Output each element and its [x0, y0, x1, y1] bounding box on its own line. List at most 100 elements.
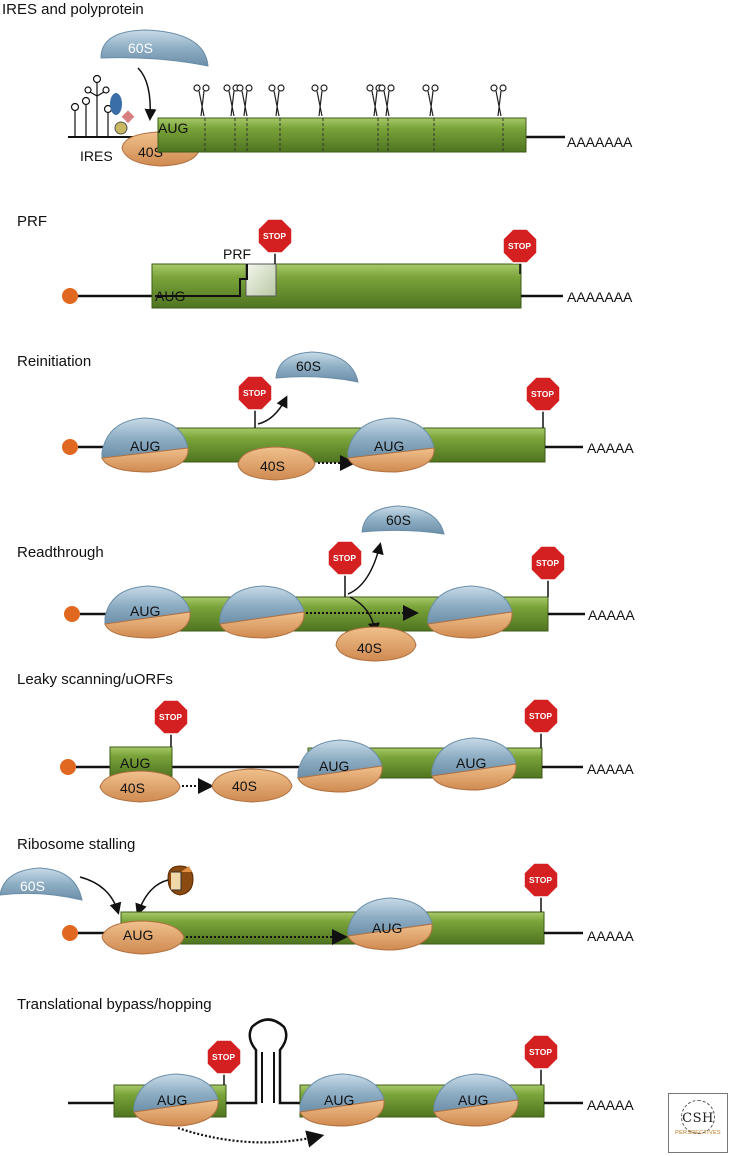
label-aug: AUG [374, 438, 404, 454]
panel-reinitiation: Reinitiation AUG 40S AUG STOP 60S [17, 351, 634, 481]
panel-title-readthrough: Readthrough [17, 544, 104, 561]
panel-title-stalling: Ribosome stalling [17, 836, 135, 853]
panel-title-prf: PRF [17, 213, 47, 230]
label-60s: 60S [128, 40, 153, 56]
ribosome-80s: AUG [299, 1073, 385, 1127]
polya-tail: AAAAA [588, 607, 635, 623]
ires-factor-pink [121, 110, 135, 124]
panel-prf: PRF PRF AUG STOP STOP AAAAAAA [17, 213, 633, 309]
stop-sign-icon: STOP [523, 862, 559, 912]
ribosome-60s: 60S [100, 29, 209, 67]
orf-frame [151, 263, 522, 309]
csh-perspectives-logo: CSH PERSPECTIVES [668, 1093, 728, 1153]
label-40s: 40S [138, 144, 163, 160]
label-aug: AUG [458, 1092, 488, 1108]
label-aug: AUG [155, 288, 185, 304]
stop-label: STOP [531, 389, 554, 399]
arrow-factor-joining [135, 879, 169, 916]
label-aug: AUG [120, 755, 150, 771]
hairpin-structure [226, 1018, 300, 1105]
panel-title-ires: IRES and polyprotein [2, 1, 144, 18]
ribosome-60s-released: 60S [275, 351, 359, 383]
panel-readthrough: Readthrough AUG STOP 60S [17, 505, 635, 662]
orf [120, 911, 545, 945]
panel-bypass: Translational bypass/hopping AUG AUG AUG… [17, 996, 634, 1148]
ribosome-80s: AUG [104, 585, 191, 639]
cleavage-sites [204, 118, 504, 152]
stop-label: STOP [263, 231, 286, 241]
cap-5prime [64, 606, 80, 622]
cap-5prime [62, 925, 78, 941]
ires-factor-blue [110, 93, 122, 115]
cap-5prime [60, 759, 76, 775]
stop-label: STOP [159, 712, 182, 722]
label-40s: 40S [260, 458, 285, 474]
arrow-60s-joining [137, 67, 157, 121]
stop-label: STOP [508, 241, 531, 251]
stop-label: STOP [333, 553, 356, 563]
stop-sign-icon: STOP [523, 698, 559, 748]
logo-name: CSH [682, 1111, 714, 1126]
label-aug: AUG [123, 927, 153, 943]
prf-site [245, 263, 277, 297]
ribosome-60s: 60S [0, 867, 83, 901]
orf [119, 427, 546, 463]
polya-tail: AAAAAAA [567, 134, 633, 150]
arrow-60s-release [257, 395, 288, 425]
ribosome-60s-released: 60S [361, 505, 445, 535]
ribosome-80s [219, 585, 305, 639]
polya-tail: AAAAA [587, 928, 634, 944]
ribosome-80s [427, 585, 513, 639]
arrow-60s-release [347, 542, 384, 595]
ribosome-80s: AUG [133, 1073, 219, 1127]
label-aug: AUG [372, 920, 402, 936]
ribosome-80s: AUG [431, 737, 517, 791]
ribosome-80s: AUG [433, 1073, 519, 1127]
label-40s: 40S [232, 778, 257, 794]
stop-sign-icon: STOP [237, 375, 273, 428]
panel-title-leaky: Leaky scanning/uORFs [17, 671, 173, 688]
polya-tail: AAAAAAA [567, 289, 633, 305]
stop-sign-icon: STOP [327, 540, 363, 597]
ribosome-80s: AUG [101, 417, 189, 473]
label-aug: AUG [319, 758, 349, 774]
label-60s: 60S [386, 512, 411, 528]
logo-subtitle: PERSPECTIVES [675, 1130, 721, 1136]
label-aug: AUG [130, 603, 160, 619]
tag-factor-icon [167, 865, 194, 896]
hairpin-stem [261, 1052, 275, 1103]
label-aug: AUG [157, 1092, 187, 1108]
ribosome-40s-scanning: 40S [211, 768, 293, 803]
stop-label: STOP [529, 875, 552, 885]
orf-polyprotein [157, 117, 527, 153]
panel-leaky-scanning: Leaky scanning/uORFs AUG 40S 40S AUG AUG [17, 671, 634, 803]
label-40s: 40S [120, 780, 145, 796]
label-aug: AUG [456, 755, 486, 771]
ribosome-40s-released: 40S [335, 626, 417, 662]
scissors-icon [193, 84, 507, 117]
prf-label: PRF [223, 246, 251, 262]
ribosome-40s: AUG [101, 920, 185, 955]
label-60s: 60S [20, 878, 45, 894]
label-aug: AUG [158, 120, 188, 136]
label-60s: 60S [296, 358, 321, 374]
polya-tail: AAAAA [587, 761, 634, 777]
prf-frame-path [155, 264, 248, 297]
stop-sign-icon: STOP [206, 1039, 242, 1085]
logo-ring-icon [681, 1100, 715, 1134]
ires-factor-yellow [114, 121, 128, 135]
cap-5prime [62, 288, 78, 304]
stop-sign-icon: STOP [530, 545, 566, 597]
ribosome-40s-scanning: 40S [99, 770, 181, 803]
ribosome-40s-scanning: 40S [237, 446, 316, 481]
ires-label: IRES [80, 148, 113, 164]
ribosome-80s: AUG [347, 417, 435, 473]
ribosome-80s-stalled: AUG [347, 897, 433, 951]
stop-label: STOP [536, 558, 559, 568]
arrow-hop [177, 1126, 325, 1148]
ribosome-80s: AUG [297, 739, 383, 793]
panel-title-bypass: Translational bypass/hopping [17, 996, 212, 1013]
arrow-60s-joining [79, 876, 122, 915]
ires-structure [70, 74, 113, 137]
